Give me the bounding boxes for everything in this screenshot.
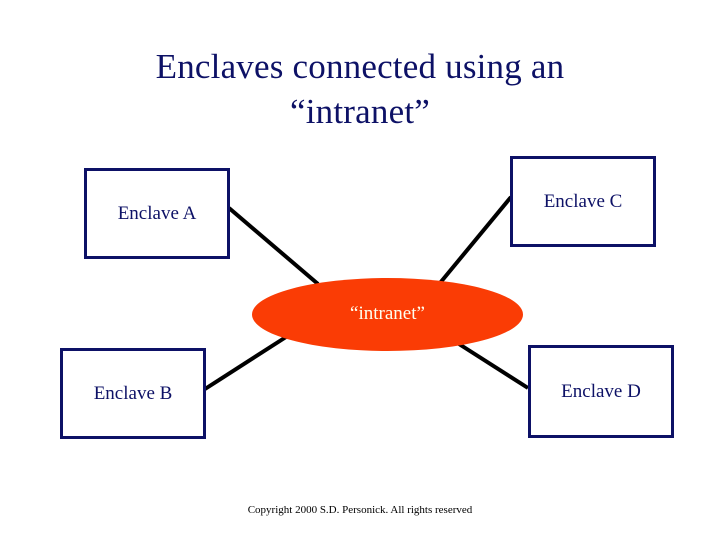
intranet-label: “intranet”: [350, 302, 425, 324]
enclave-c-box: Enclave C: [510, 156, 656, 247]
enclave-b-box: Enclave B: [60, 348, 206, 439]
edge-enclave-d-to-intranet: [457, 342, 530, 390]
enclave-d-label: Enclave D: [561, 380, 641, 402]
enclave-d-box: Enclave D: [528, 345, 674, 438]
page-title: Enclaves connected using an “intranet”: [155, 47, 565, 131]
enclave-b-label: Enclave B: [93, 382, 173, 404]
enclave-c-label: Enclave C: [543, 190, 623, 212]
copyright-notice: Copyright 2000 S.D. Personick. All right…: [247, 504, 473, 516]
intranet-ellipse: “intranet”: [252, 278, 523, 351]
edge-enclave-a-to-intranet: [227, 206, 320, 286]
enclave-a-label: Enclave A: [117, 202, 197, 224]
enclave-a-box: Enclave A: [84, 168, 230, 259]
edge-enclave-b-to-intranet: [203, 335, 288, 391]
edge-enclave-c-to-intranet: [438, 195, 513, 285]
